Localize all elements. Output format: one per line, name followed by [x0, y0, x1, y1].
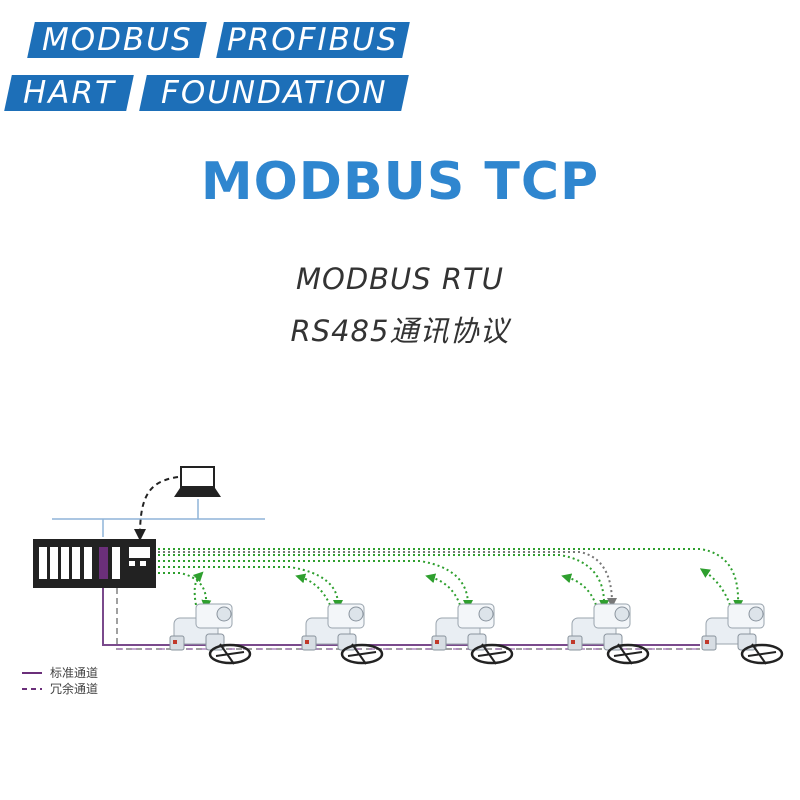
legend-standard-label: 标准通道 [50, 666, 98, 680]
tag-foundation: FOUNDATION [139, 75, 409, 111]
tag-foundation-label: FOUNDATION [160, 75, 388, 111]
subtitle-rs485: RS485通讯协议 [290, 314, 510, 348]
network-diagram: 标准通道 冗余通道 [22, 466, 784, 696]
page-title: MODBUS TCP [200, 152, 600, 212]
laptop-icon [174, 466, 221, 497]
legend-redundant-label: 冗余通道 [50, 681, 98, 696]
legend: 标准通道 冗余通道 [22, 666, 98, 696]
tag-profibus-label: PROFIBUS [227, 22, 399, 58]
tag-profibus: PROFIBUS [216, 22, 410, 58]
actuator-3 [430, 602, 514, 666]
tag-hart: HART [4, 75, 134, 111]
controller-icon [33, 539, 156, 588]
tag-modbus: MODBUS [27, 22, 207, 58]
gray-network-lines [158, 551, 617, 608]
subtitle-protocol: MODBUS RTU [295, 262, 504, 296]
actuator-4 [566, 602, 650, 666]
actuator-2 [300, 602, 384, 666]
actuator-5 [700, 602, 784, 666]
tag-hart-label: HART [22, 75, 116, 111]
green-network-lines [158, 548, 744, 610]
tag-modbus-label: MODBUS [41, 22, 193, 58]
laptop-link [134, 476, 179, 541]
actuator-1 [168, 602, 252, 666]
